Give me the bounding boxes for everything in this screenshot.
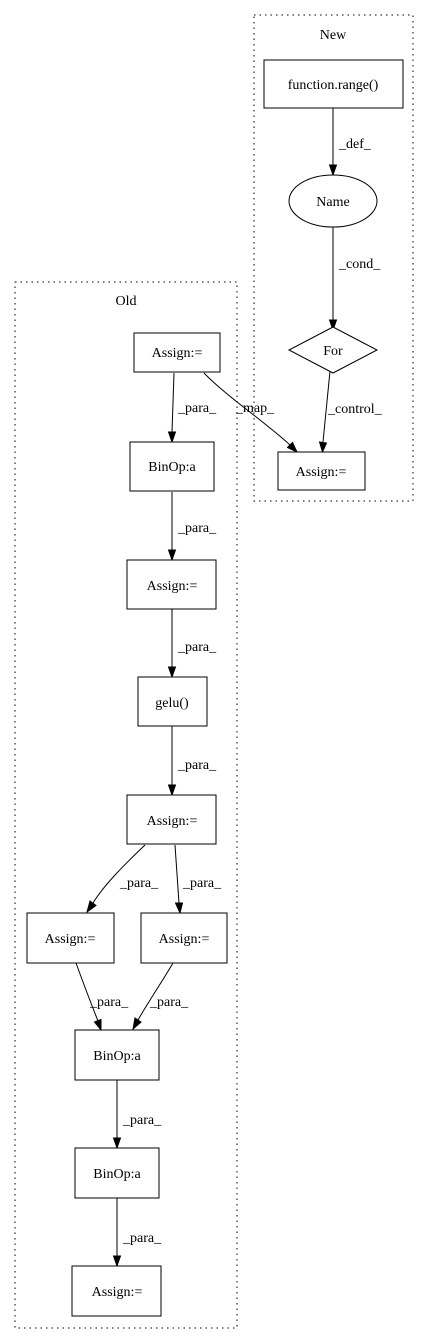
- node-assign-6[interactable]: Assign:=: [71, 1265, 162, 1317]
- node-assign-6-label: Assign:=: [92, 1285, 143, 1300]
- node-gelu-label: gelu(): [155, 696, 189, 711]
- node-binop-3[interactable]: BinOp:a: [74, 1147, 160, 1199]
- edge-assign5-binop2: _para_: [132, 962, 189, 1031]
- node-gelu[interactable]: gelu(): [137, 676, 208, 727]
- node-name[interactable]: Name: [288, 174, 378, 228]
- cluster-new-label: New: [320, 28, 347, 43]
- node-for[interactable]: For: [287, 326, 379, 374]
- edge-label-control: _control_: [327, 402, 383, 417]
- node-assign-new-label: Assign:=: [296, 465, 347, 480]
- cluster-new-border: [253, 14, 414, 502]
- edge-name-for: _cond_: [328, 227, 381, 332]
- edge-label-def: _def_: [338, 137, 372, 152]
- node-assign-4-label: Assign:=: [45, 932, 96, 947]
- node-assign-5[interactable]: Assign:=: [140, 912, 228, 964]
- node-assign-4[interactable]: Assign:=: [26, 912, 115, 964]
- edge-binop1-assign2: _para_: [167, 492, 217, 562]
- node-assign-2-label: Assign:=: [147, 579, 198, 594]
- edge-label-para: _para_: [122, 1113, 162, 1128]
- node-for-label: For: [323, 344, 343, 359]
- node-assign-1[interactable]: Assign:=: [133, 332, 221, 373]
- node-function-range[interactable]: function.range(): [263, 59, 404, 109]
- edge-gelu-assign3: _para_: [167, 726, 217, 797]
- edge-label-para: _para_: [177, 758, 217, 773]
- edge-binop3-assign6: _para_: [112, 1198, 162, 1268]
- edge-range-name: _def_: [328, 108, 372, 177]
- cluster-old-label: Old: [116, 294, 137, 309]
- edge-assign3-assign4: _para_: [86, 844, 159, 914]
- cluster-old: Old: [14, 281, 238, 1329]
- node-assign-3-label: Assign:=: [147, 814, 198, 829]
- node-binop-2[interactable]: BinOp:a: [74, 1029, 160, 1081]
- node-binop-1-label: BinOp:a: [148, 460, 196, 475]
- edge-label-para: _para_: [122, 1231, 162, 1246]
- edge-label-para: _para_: [182, 876, 222, 891]
- edge-assign2-gelu: _para_: [167, 609, 217, 679]
- edge-label-para: _para_: [177, 521, 217, 536]
- edge-label-para: _para_: [149, 995, 189, 1010]
- edge-label-para: _para_: [119, 876, 159, 891]
- edge-for-assign-new: _control_: [318, 370, 383, 454]
- cluster-old-border: [14, 281, 238, 1329]
- edge-assign1-assign-new: _map_: [203, 372, 299, 454]
- node-assign-5-label: Assign:=: [159, 932, 210, 947]
- node-name-label: Name: [316, 195, 349, 210]
- edge-label-map: _map_: [235, 401, 275, 416]
- edge-label-para: _para_: [177, 640, 217, 655]
- node-assign-1-label: Assign:=: [152, 346, 203, 361]
- node-assign-2[interactable]: Assign:=: [126, 559, 217, 610]
- node-assign-3[interactable]: Assign:=: [126, 794, 217, 845]
- edge-label-cond: _cond_: [338, 257, 381, 272]
- node-function-range-label: function.range(): [288, 78, 379, 93]
- edge-assign4-binop2: _para_: [75, 962, 129, 1032]
- node-binop-1[interactable]: BinOp:a: [129, 441, 215, 492]
- edge-binop2-binop3: _para_: [112, 1080, 162, 1150]
- edge-label-para: _para_: [177, 401, 217, 416]
- node-binop-2-label: BinOp:a: [93, 1049, 141, 1064]
- edge-assign3-assign5: _para_: [174, 844, 222, 915]
- cluster-new: New: [253, 14, 414, 502]
- node-assign-new[interactable]: Assign:=: [277, 451, 366, 491]
- node-binop-3-label: BinOp:a: [93, 1167, 141, 1182]
- edge-assign1-binop1: _para_: [167, 372, 217, 444]
- edge-label-para: _para_: [89, 995, 129, 1010]
